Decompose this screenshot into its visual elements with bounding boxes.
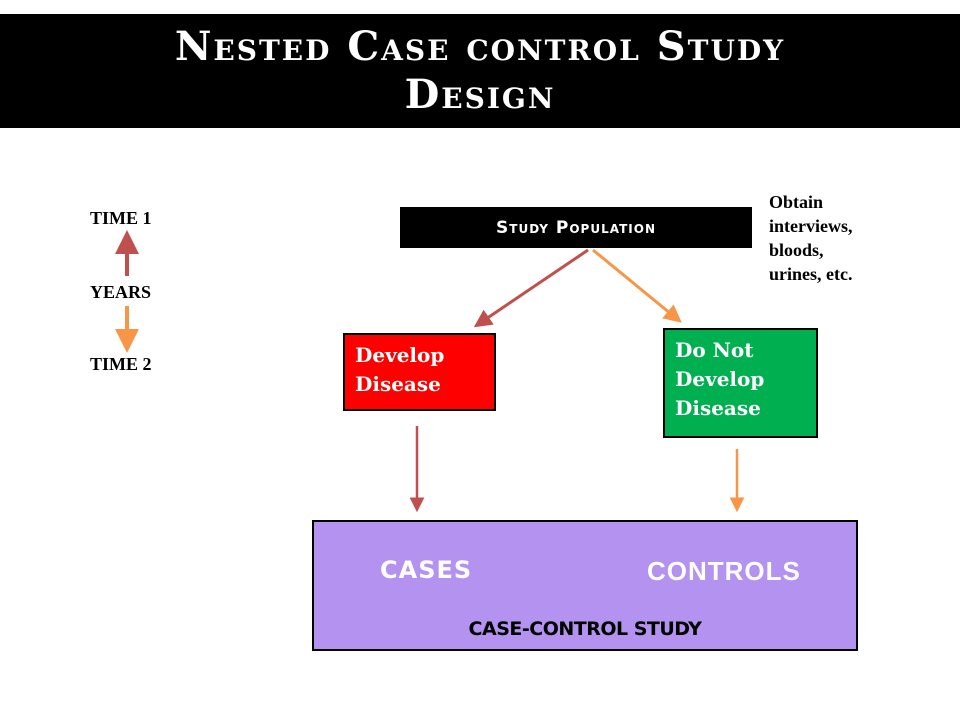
case-control-box: CASES CONTROLS CASE-CONTROL STUDY (312, 520, 858, 651)
controls-label: CONTROLS (647, 556, 801, 586)
develop-disease-line: Develop (355, 343, 445, 367)
not-develop-disease-line: Develop (675, 367, 765, 391)
develop-disease-line: Disease (355, 372, 441, 396)
not-develop-disease-line: Disease (675, 396, 761, 420)
not-develop-disease-line: Do Not (675, 338, 754, 362)
cases-label: CASES (380, 556, 473, 584)
time-2-label: TIME 2 (90, 354, 152, 374)
obtain-note-line: urines, etc. (769, 264, 853, 284)
time-1-label: TIME 1 (90, 208, 152, 228)
obtain-note-line: Obtain (769, 192, 824, 212)
page-title-line-2: Design (404, 71, 556, 118)
obtain-note-line: bloods, (769, 240, 824, 260)
page-title-line-1: Nested Case control Study (174, 23, 786, 70)
study-population-label: Study Population (496, 217, 656, 238)
develop-disease-box: Develop Disease (343, 333, 496, 411)
years-label: YEARS (90, 282, 152, 302)
population-to-not-develop-arrow (592, 248, 682, 323)
title-bar: Nested Case control Study Design (0, 14, 960, 128)
not-develop-disease-box: Do Not Develop Disease (663, 328, 818, 438)
obtain-note: Obtain interviews, bloods, urines, etc. (769, 190, 949, 286)
case-control-study-label: CASE-CONTROL STUDY (468, 618, 702, 640)
study-population-box: Study Population (400, 207, 752, 248)
obtain-note-line: interviews, (769, 216, 853, 236)
population-to-develop-arrow (473, 248, 589, 328)
